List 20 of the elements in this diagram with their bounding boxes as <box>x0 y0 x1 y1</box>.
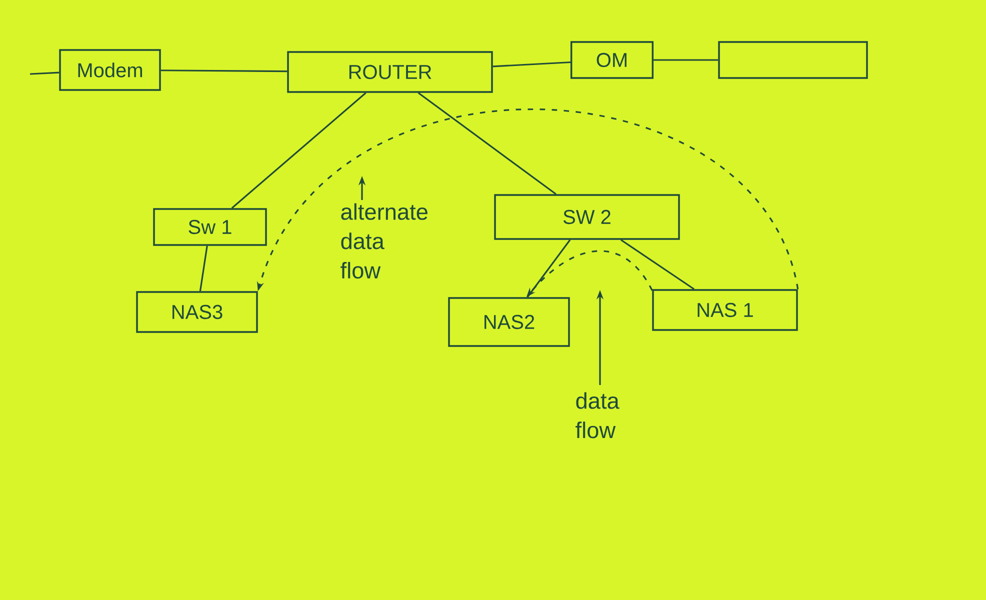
device-box <box>718 41 868 79</box>
connector-line <box>526 239 571 298</box>
device-box: NAS3 <box>136 291 258 333</box>
device-box: ROUTER <box>287 51 493 93</box>
connector-line <box>418 92 556 195</box>
connector-line <box>30 72 60 75</box>
note-text: alternate data flow <box>340 203 428 279</box>
device-box: NAS2 <box>448 297 570 347</box>
device-box: NAS 1 <box>652 289 798 331</box>
device-box: SW 2 <box>494 194 680 240</box>
connector-line <box>492 61 571 68</box>
device-box: Modem <box>59 49 161 91</box>
device-box: Sw 1 <box>153 208 267 246</box>
connector-line <box>199 246 208 292</box>
device-box: OM <box>570 41 654 79</box>
connector-line <box>231 92 366 209</box>
connector-line <box>654 59 718 61</box>
connector-line <box>620 239 694 290</box>
connector-line <box>160 70 288 72</box>
note-text: data flow <box>576 392 620 438</box>
